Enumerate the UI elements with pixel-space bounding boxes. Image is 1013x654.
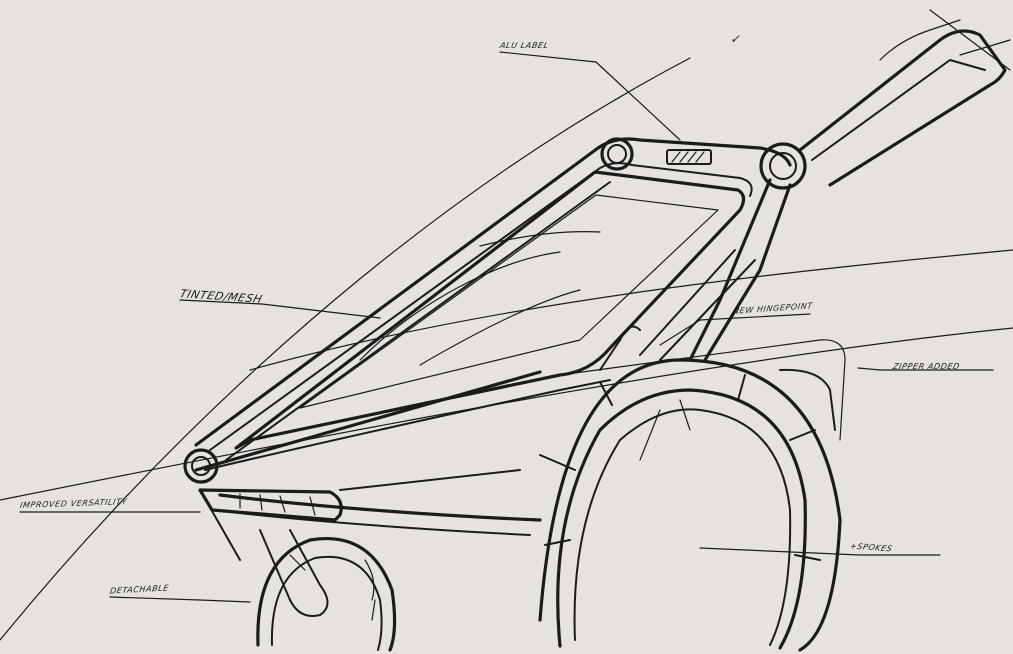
annotation-alu-label: ALU LABEL xyxy=(499,41,550,50)
window-reflections xyxy=(359,231,601,366)
alu-label-plate xyxy=(666,149,712,165)
canopy-frame xyxy=(194,137,792,472)
construction-lines xyxy=(0,57,1013,641)
front-handle xyxy=(198,488,343,617)
rear-frame xyxy=(599,178,792,371)
pivot-joints xyxy=(183,137,807,484)
push-handle xyxy=(798,9,1011,187)
annotation-zipper-added: ZIPPER ADDED xyxy=(892,362,961,371)
leader-lines xyxy=(19,51,994,603)
rear-wheel xyxy=(538,358,842,652)
front-wheel xyxy=(256,537,397,652)
